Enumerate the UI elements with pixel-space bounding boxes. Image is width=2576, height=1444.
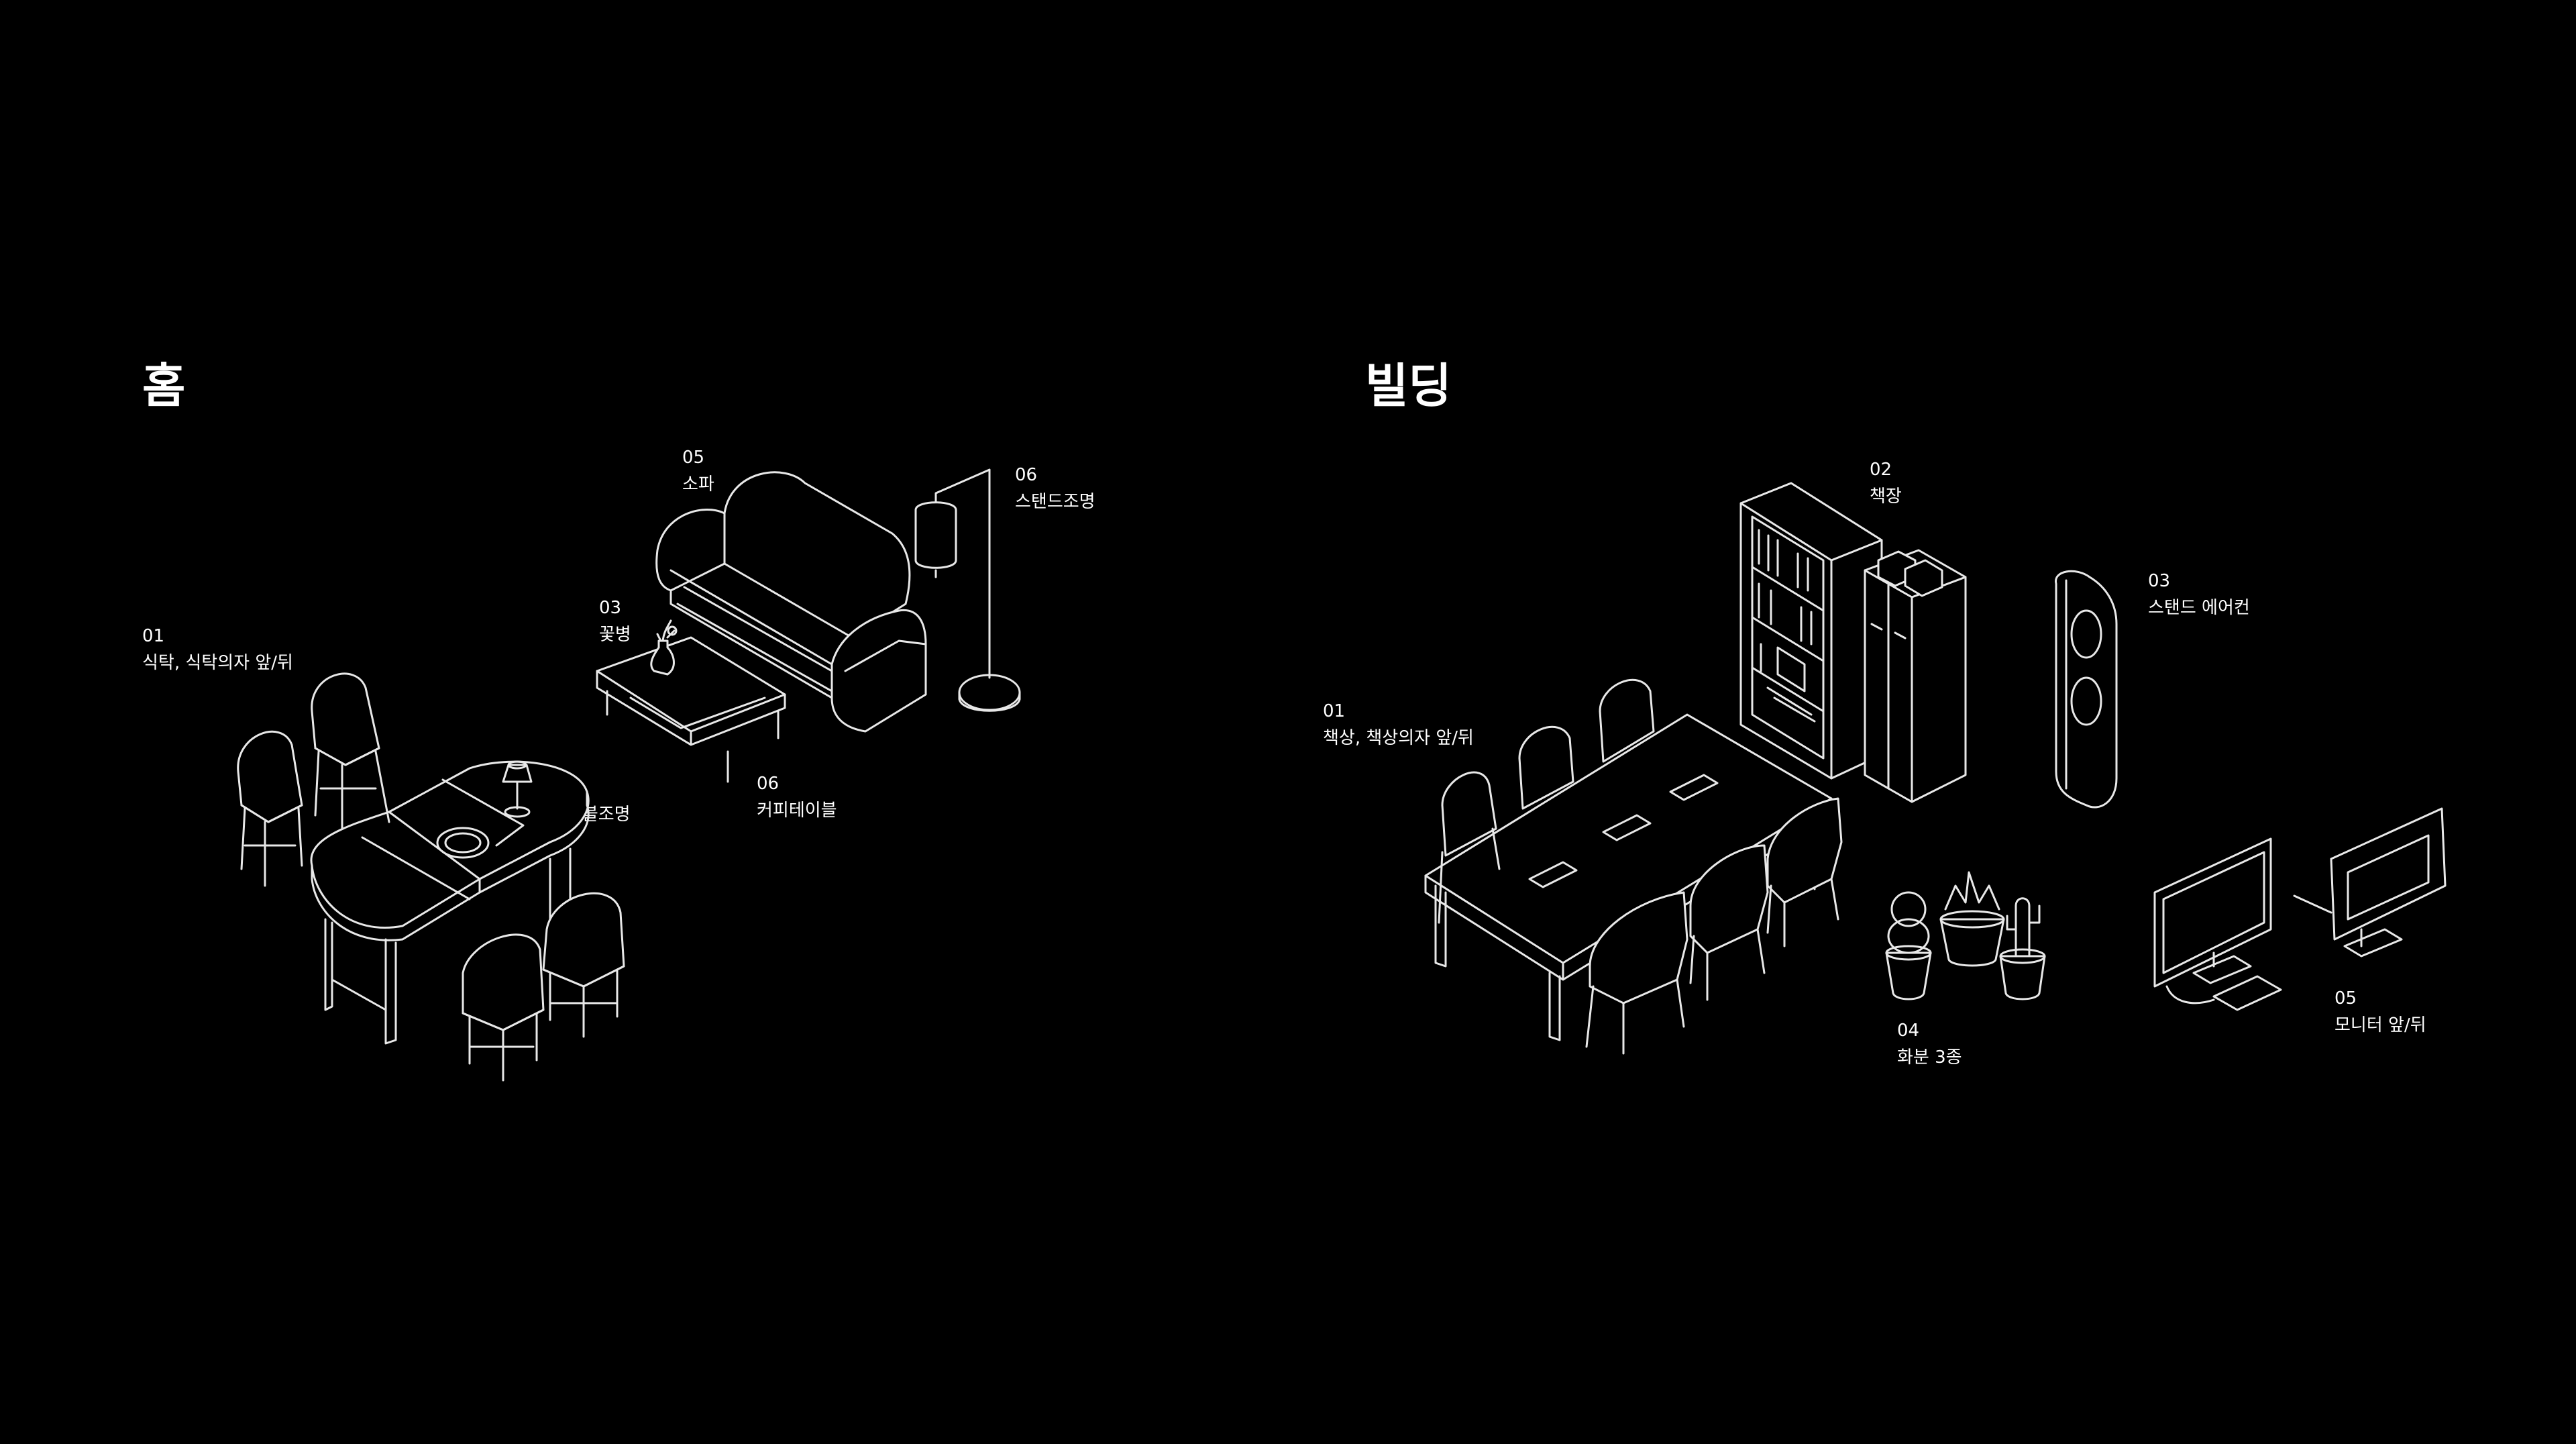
monitor-front: [2153, 837, 2282, 1011]
label-number: 03: [599, 598, 622, 618]
vase: [650, 619, 678, 676]
label-text: 책장: [1870, 486, 1902, 507]
plant-round-bush: [1885, 891, 1932, 1000]
table-lamp: [502, 760, 533, 818]
locker-cabinet: [1864, 549, 1967, 803]
sofa: [655, 471, 927, 733]
desk-chair-front-3: [1766, 797, 1843, 947]
label-dining-table: 01 식탁, 식탁의자 앞/뒤: [142, 623, 293, 676]
label-text: 스탠드조명: [1015, 492, 1095, 512]
coffee-table: [596, 636, 786, 783]
dining-chair-back-right: [311, 672, 390, 830]
desk-chair-back-1: [1438, 771, 1501, 924]
desk-chair-front-1: [1585, 891, 1688, 1055]
desk-chair-front-2: [1689, 844, 1769, 1001]
label-number: 05: [682, 448, 705, 468]
label-number: 04: [1897, 1021, 1920, 1041]
label-text: 소파: [682, 474, 714, 495]
label-text: 스탠드 에어컨: [2148, 598, 2250, 618]
dining-chair-front-left: [462, 933, 545, 1082]
label-monitor: 05 모니터 앞/뒤: [2334, 985, 2426, 1039]
bookshelf: [1739, 482, 1883, 780]
label-air-conditioner: 03 스탠드 에어컨: [2148, 568, 2250, 621]
desk-chair-back-3: [1599, 678, 1655, 763]
label-number: 01: [1323, 701, 1346, 721]
plant-cactus: [1999, 897, 2046, 1000]
label-number: 06: [757, 774, 780, 794]
label-text: 화분 3종: [1897, 1047, 1962, 1068]
dining-table: [310, 760, 590, 1045]
plant-spiky: [1939, 871, 2005, 967]
label-text: 꽃병: [599, 625, 631, 645]
label-coffee-table: 06 커피테이블: [757, 770, 837, 824]
label-floor-lamp: 06 스탠드조명: [1015, 462, 1095, 515]
label-text: 모니터 앞/뒤: [2334, 1015, 2426, 1035]
label-number: 06: [1015, 465, 1038, 485]
dining-chair-front-right: [542, 892, 625, 1038]
label-number: 01: [142, 626, 165, 646]
label-sofa: 05 소파: [682, 444, 714, 498]
label-desk: 01 책상, 책상의자 앞/뒤: [1323, 698, 1474, 752]
monitor-back: [2293, 807, 2447, 958]
label-bookshelf: 02 책장: [1870, 456, 1902, 510]
label-plants: 04 화분 3종: [1897, 1017, 1962, 1071]
label-vase: 03 꽃병: [599, 595, 631, 648]
stand-air-conditioner: [2055, 570, 2118, 809]
dining-chair-back-left: [237, 730, 303, 887]
floor-lamp: [914, 468, 1021, 712]
label-text: 식탁, 식탁의자 앞/뒤: [142, 653, 293, 673]
building-section-title: 빌딩: [1365, 358, 1452, 413]
label-number: 03: [2148, 571, 2171, 591]
label-text: 커피테이블: [757, 801, 837, 821]
label-text: 책상, 책상의자 앞/뒤: [1323, 728, 1474, 748]
label-number: 02: [1870, 460, 1892, 480]
home-section-title: 홈: [142, 358, 186, 413]
label-number: 05: [2334, 988, 2357, 1009]
desk-chair-back-2: [1518, 725, 1574, 810]
